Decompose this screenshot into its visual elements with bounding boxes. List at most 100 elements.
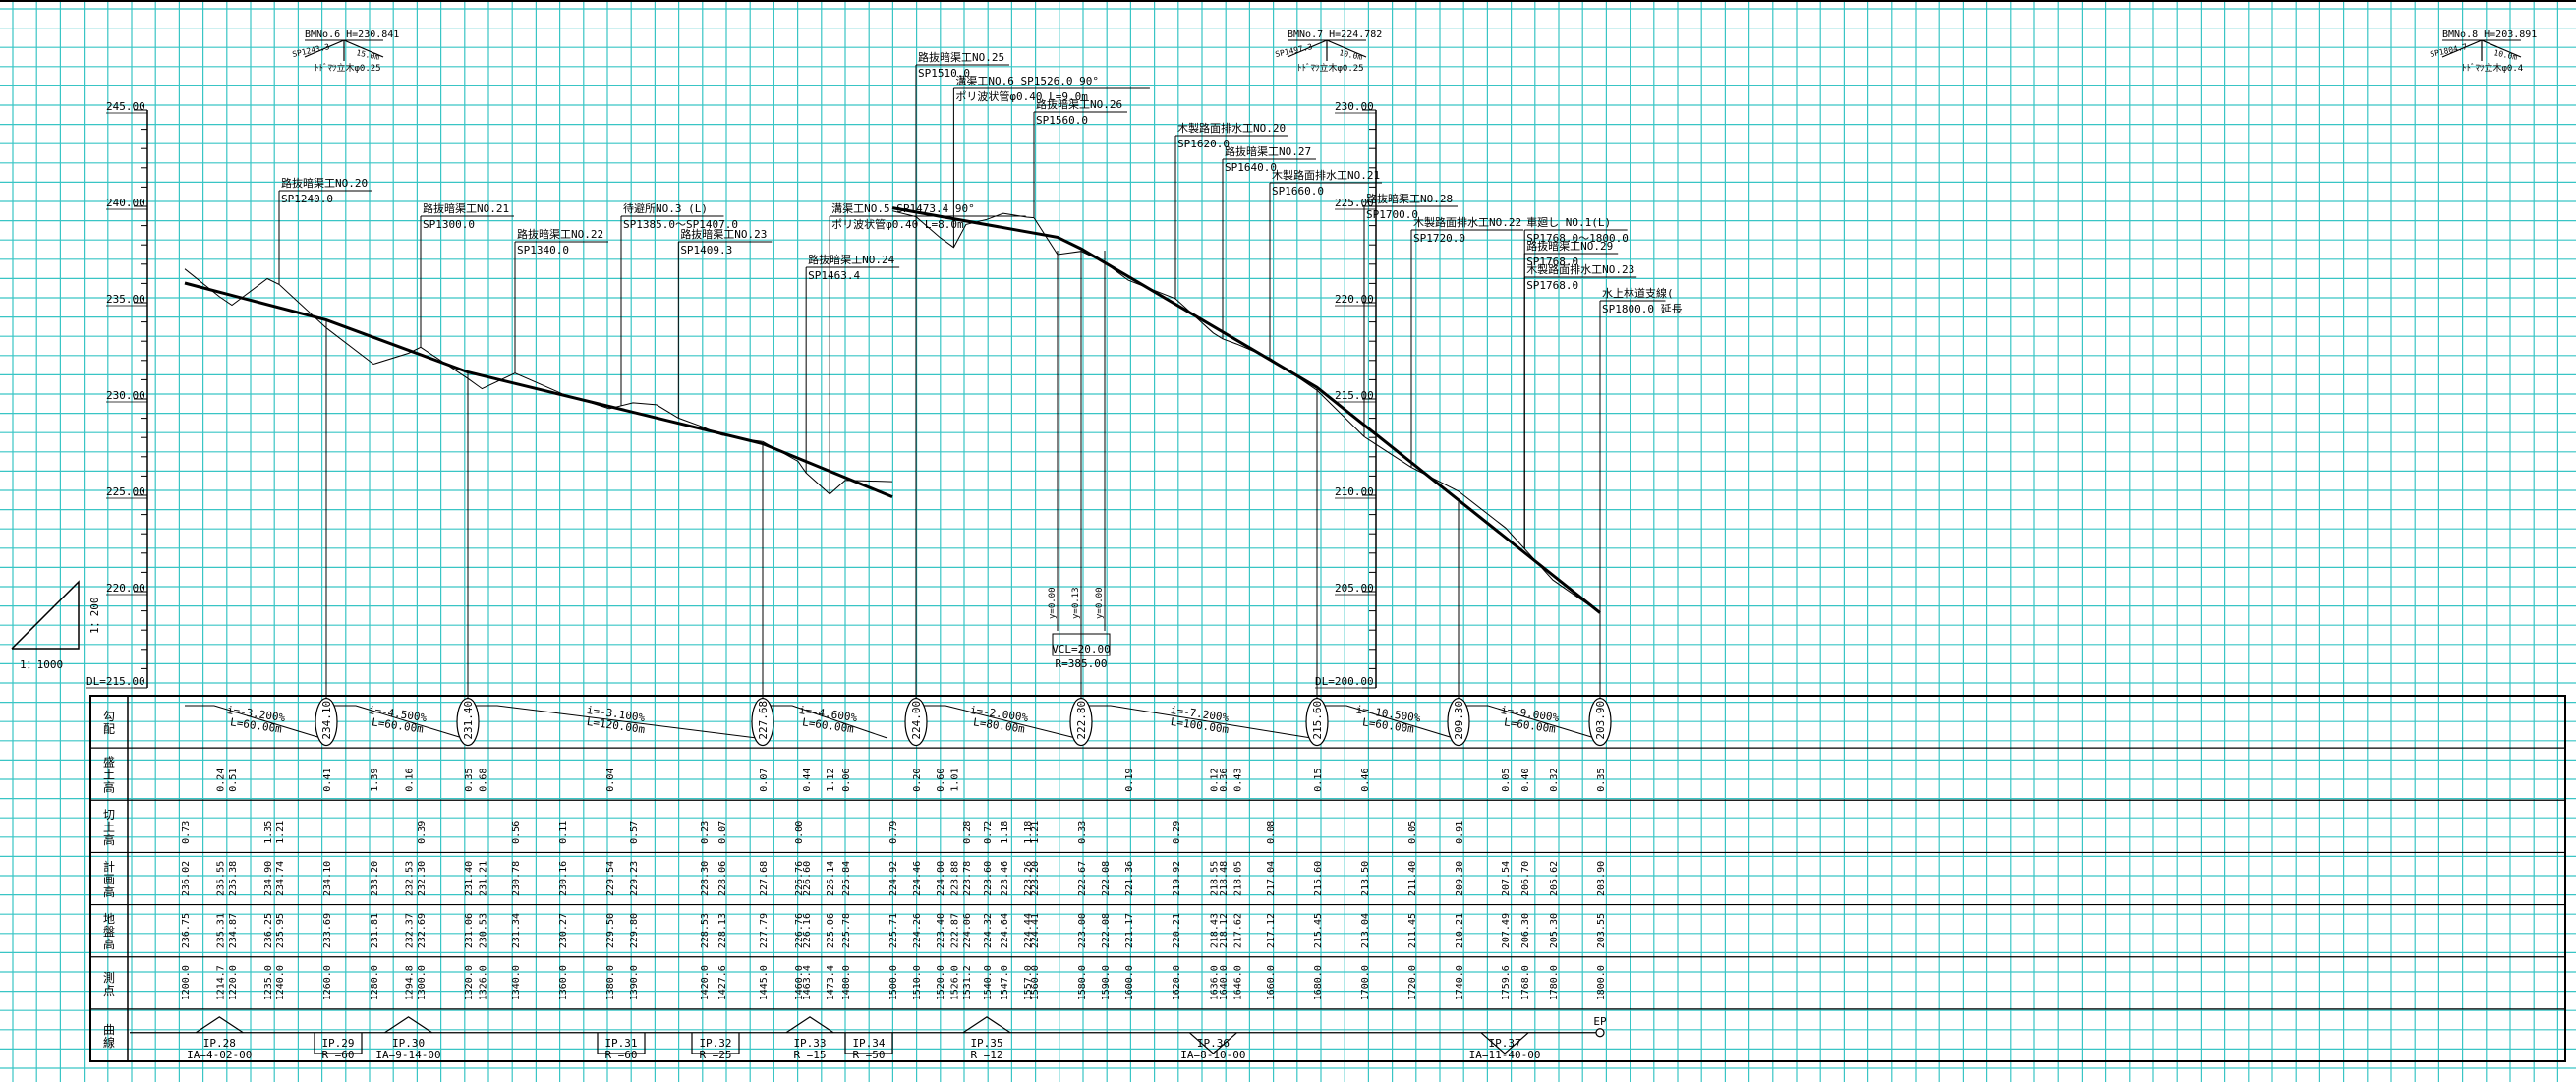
station-label: 1463.4 [802, 965, 813, 1000]
benchmark-note: ﾄﾄﾞﾏﾂ立木φ0.25 [1297, 62, 1364, 74]
grade-break-value: 203.90 [1594, 701, 1607, 740]
cut-height: 0.11 [558, 821, 569, 844]
curve-element: IP.34R =50 [844, 1032, 893, 1061]
plan-elevation: 207.54 [1501, 861, 1512, 896]
grade-break-oval [904, 697, 928, 747]
curve-symbol [597, 1032, 646, 1054]
structure-station: ポリ波状管φ0.40 L=8.0m [831, 217, 964, 231]
station-label: 1380.0 [605, 965, 616, 1000]
structure-name: 待避所NO.3 (L) [623, 201, 708, 215]
fill-height: 1.12 [826, 769, 836, 792]
elevation-tick-label: 215.00 [1335, 389, 1374, 402]
structure-name: 路抜暗渠工NO.20 [281, 176, 368, 190]
vertical-curve-offset: y=0.00 [1095, 587, 1105, 619]
plan-elevation: 223.60 [983, 861, 994, 896]
curve-element: IP.35R =12 [962, 1016, 1011, 1061]
elevation-tick-label: 240.00 [106, 197, 145, 209]
ground-elevation: 223.00 [1077, 913, 1088, 948]
structure-station: SP1700.0 [1366, 208, 1418, 221]
grade-break-value: 231.40 [462, 701, 475, 740]
structure-annotation: 待避所NO.3 (L)SP1385.0～SP1407.0 [620, 201, 738, 406]
curve-ip-label: IP.33 [793, 1037, 826, 1050]
station-label: 1200.0 [181, 965, 192, 1000]
curve-parameter: R =50 [852, 1049, 885, 1061]
structure-station: SP1463.4 [808, 269, 860, 282]
table-row-header-char: 高 [103, 937, 115, 951]
curve-ip-label: IP.32 [699, 1037, 731, 1050]
station-label: 1600.0 [1124, 965, 1135, 1000]
fill-height: 1.01 [949, 769, 960, 792]
fill-height: 0.43 [1232, 769, 1243, 792]
plan-elevation: 229.23 [629, 861, 640, 896]
station-label: 1300.0 [417, 965, 428, 1000]
ground-elevation: 232.37 [405, 913, 416, 948]
table-row-header-char: 点 [103, 984, 115, 997]
curve-ip-label: IP.28 [203, 1037, 236, 1050]
plan-elevation: 227.68 [759, 861, 770, 896]
structure-name: 木製路面排水工NO.21 [1272, 168, 1380, 182]
curve-parameter: R =60 [604, 1049, 637, 1061]
scale-triangle [11, 580, 80, 650]
ground-elevation: 225.78 [841, 913, 852, 948]
table-row-header: 勾配 [103, 710, 115, 736]
curve-parameter: IA=4-02-00 [187, 1049, 252, 1061]
table-row-header: 盛土高 [103, 755, 115, 795]
data-table: 勾配盛土高切土高計画高地盤高測点曲線i=-3.200%L=60.00mi=-4.… [89, 695, 2566, 1062]
fill-height: 0.06 [841, 769, 852, 792]
plan-elevation: 226.76 [794, 861, 805, 896]
ground-elevation: 223.40 [936, 913, 946, 948]
cut-height: 0.91 [1455, 821, 1465, 844]
elevation-tick-label: 235.00 [106, 293, 145, 306]
plan-elevation: 221.36 [1124, 861, 1135, 896]
station-label: 1560.0 [1030, 965, 1041, 1000]
station-label: 1240.0 [275, 965, 286, 1000]
structure-name: 路抜暗渠工NO.22 [517, 227, 603, 241]
ground-elevation: 221.17 [1124, 913, 1135, 948]
plan-elevation: 205.62 [1549, 861, 1560, 896]
plan-elevation: 231.40 [464, 861, 475, 896]
plan-elevation: 218.55 [1209, 861, 1220, 896]
structure-name: 路抜暗渠工NO.21 [423, 201, 509, 215]
ground-elevation: 210.21 [1455, 913, 1465, 948]
table-row-header-char: 計 [103, 859, 115, 874]
elevation-tick-label: 225.00 [106, 485, 145, 498]
table-row-header-char: 切 [103, 808, 115, 822]
plan-elevation: 218.48 [1219, 861, 1230, 896]
gradient-symbol [1317, 705, 1455, 739]
ground-elevation: 232.69 [417, 913, 428, 948]
station-label: 1700.0 [1360, 965, 1371, 1000]
cut-height: 1.35 [263, 821, 274, 844]
table-row-header-char: 盛 [103, 755, 115, 769]
station-label: 1759.6 [1501, 965, 1512, 1000]
curve-parameter: R =15 [793, 1049, 826, 1061]
table-row-header: 計画高 [103, 859, 115, 899]
structure-station: SP1768.0～1800.0 [1526, 232, 1629, 245]
grade-break-elevation: 222.80 [1069, 697, 1093, 747]
curve-symbol [691, 1032, 740, 1054]
horizontal-scale-label: 1：1000 [20, 658, 63, 671]
ground-elevation: 203.55 [1596, 913, 1607, 948]
station-label: 1235.0 [263, 965, 274, 1000]
gradient-segment: i=-7.200%L=100.00m [1081, 704, 1313, 739]
plan-elevation: 234.10 [322, 861, 333, 896]
ground-elevation: 226.76 [794, 913, 805, 948]
